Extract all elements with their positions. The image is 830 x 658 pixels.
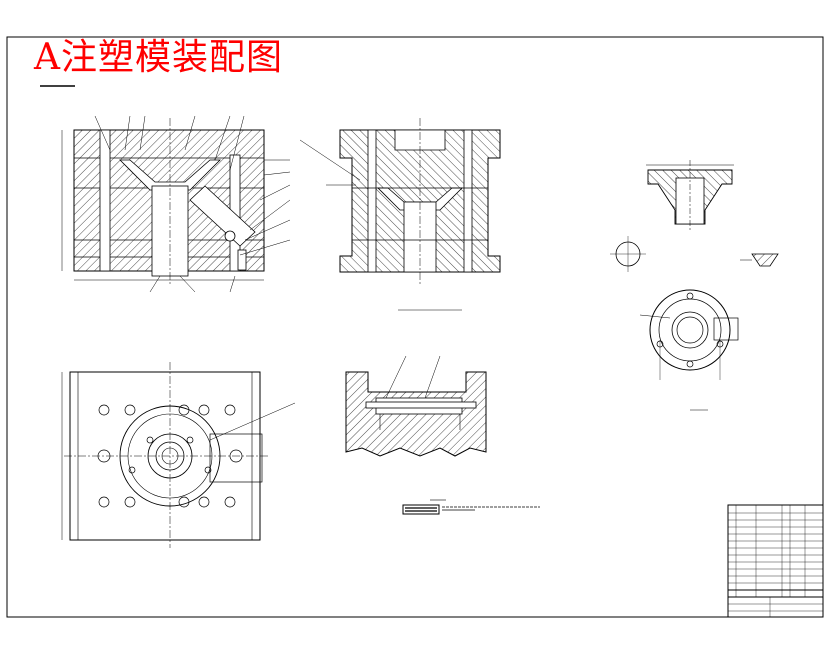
part-section-view: [610, 160, 779, 272]
top-plan-view: [61, 362, 296, 548]
drawing-border: [6, 36, 824, 618]
drawing-title: A注塑模装配图: [34, 37, 283, 78]
drawing-title-block: [727, 504, 824, 618]
side-section-view: [299, 118, 501, 311]
main-section-view: [61, 115, 291, 293]
part-plan-view: [639, 289, 739, 411]
slider-detail-view: [345, 355, 487, 457]
technical-notes: [402, 499, 540, 515]
